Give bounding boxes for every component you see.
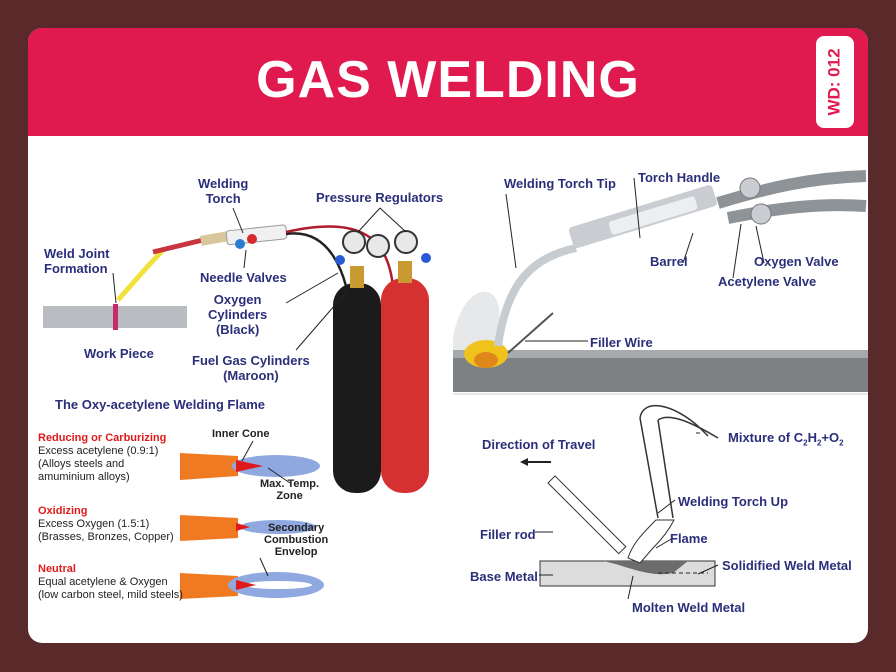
welding-torch-up-label: Welding Torch Up — [678, 494, 789, 509]
base-metal — [539, 560, 716, 587]
torch-assembly — [116, 224, 410, 469]
base-metal-label: Base Metal — [470, 569, 538, 584]
flame-label: Flame — [670, 531, 708, 546]
molten-weld-label: Molten Weld Metal — [632, 600, 746, 615]
page-title: GAS WELDING — [256, 51, 640, 109]
poster-card: GAS WELDING WD: 012 — [28, 28, 868, 643]
oxygen-valve-label: Oxygen Valve — [754, 254, 839, 269]
process-torch — [520, 404, 719, 564]
torch-photo — [453, 170, 868, 392]
inner-cone-label: Inner Cone — [212, 428, 270, 440]
flame-reducing — [180, 440, 320, 484]
setup-leader-lines — [112, 207, 407, 351]
needle-valves-label: Needle Valves — [200, 270, 287, 285]
illustration-canvas — [43, 170, 868, 600]
direction-of-travel-label: Direction of Travel — [482, 437, 596, 452]
code-badge: WD: 012 — [816, 36, 854, 128]
torch-handle-label: Torch Handle — [638, 170, 721, 185]
fuel-cylinders-label: Fuel Gas Cylinders (Maroon) — [192, 353, 310, 383]
oxy-acetylene-banner: OXY-ACETYLENE — [684, 394, 860, 416]
pressure-regulators-label: Pressure Regulators — [316, 190, 444, 205]
barrel-label: Barrel — [650, 254, 688, 269]
work-piece-label: Work Piece — [84, 346, 154, 361]
flame-oxidizing — [180, 515, 316, 541]
mixture-label: Mixture of C2H2+O2 — [728, 430, 844, 448]
work-piece — [43, 304, 187, 330]
flame-heading: The Oxy-acetylene Welding Flame — [55, 397, 265, 412]
title-banner: GAS WELDING WD: 012 — [28, 28, 868, 136]
flame-item-neutral: Neutral Equal acetylene & Oxygen (low ca… — [38, 563, 183, 601]
secondary-envelop-label: Secondary Combustion Envelop — [264, 522, 329, 558]
process-leader-lines — [535, 432, 719, 600]
flame-item-reducing: Reducing or Carburizing Excess acetylene… — [38, 432, 167, 483]
filler-wire-label: Filler Wire — [590, 335, 653, 350]
weld-joint-label: Weld Joint Formation — [44, 246, 110, 276]
oxygen-cylinders-label: Oxygen Cylinders (Black) — [208, 292, 268, 337]
torch-leader-lines — [505, 177, 765, 342]
filler-rod — [547, 475, 627, 555]
flame-neutral — [180, 557, 324, 599]
filler-rod-label: Filler rod — [480, 527, 536, 542]
welding-torch-label: Welding Torch — [198, 176, 249, 206]
solidified-weld-label: Solidified Weld Metal — [722, 558, 852, 573]
flame-item-oxidizing: Oxidizing Excess Oxygen (1.5:1) (Brasses… — [38, 505, 174, 543]
gas-cylinders — [333, 230, 431, 493]
acetylene-valve-label: Acetylene Valve — [718, 274, 817, 289]
max-temp-zone-label: Max. Temp. Zone — [260, 478, 320, 502]
torch-tip-label: Welding Torch Tip — [504, 176, 616, 191]
